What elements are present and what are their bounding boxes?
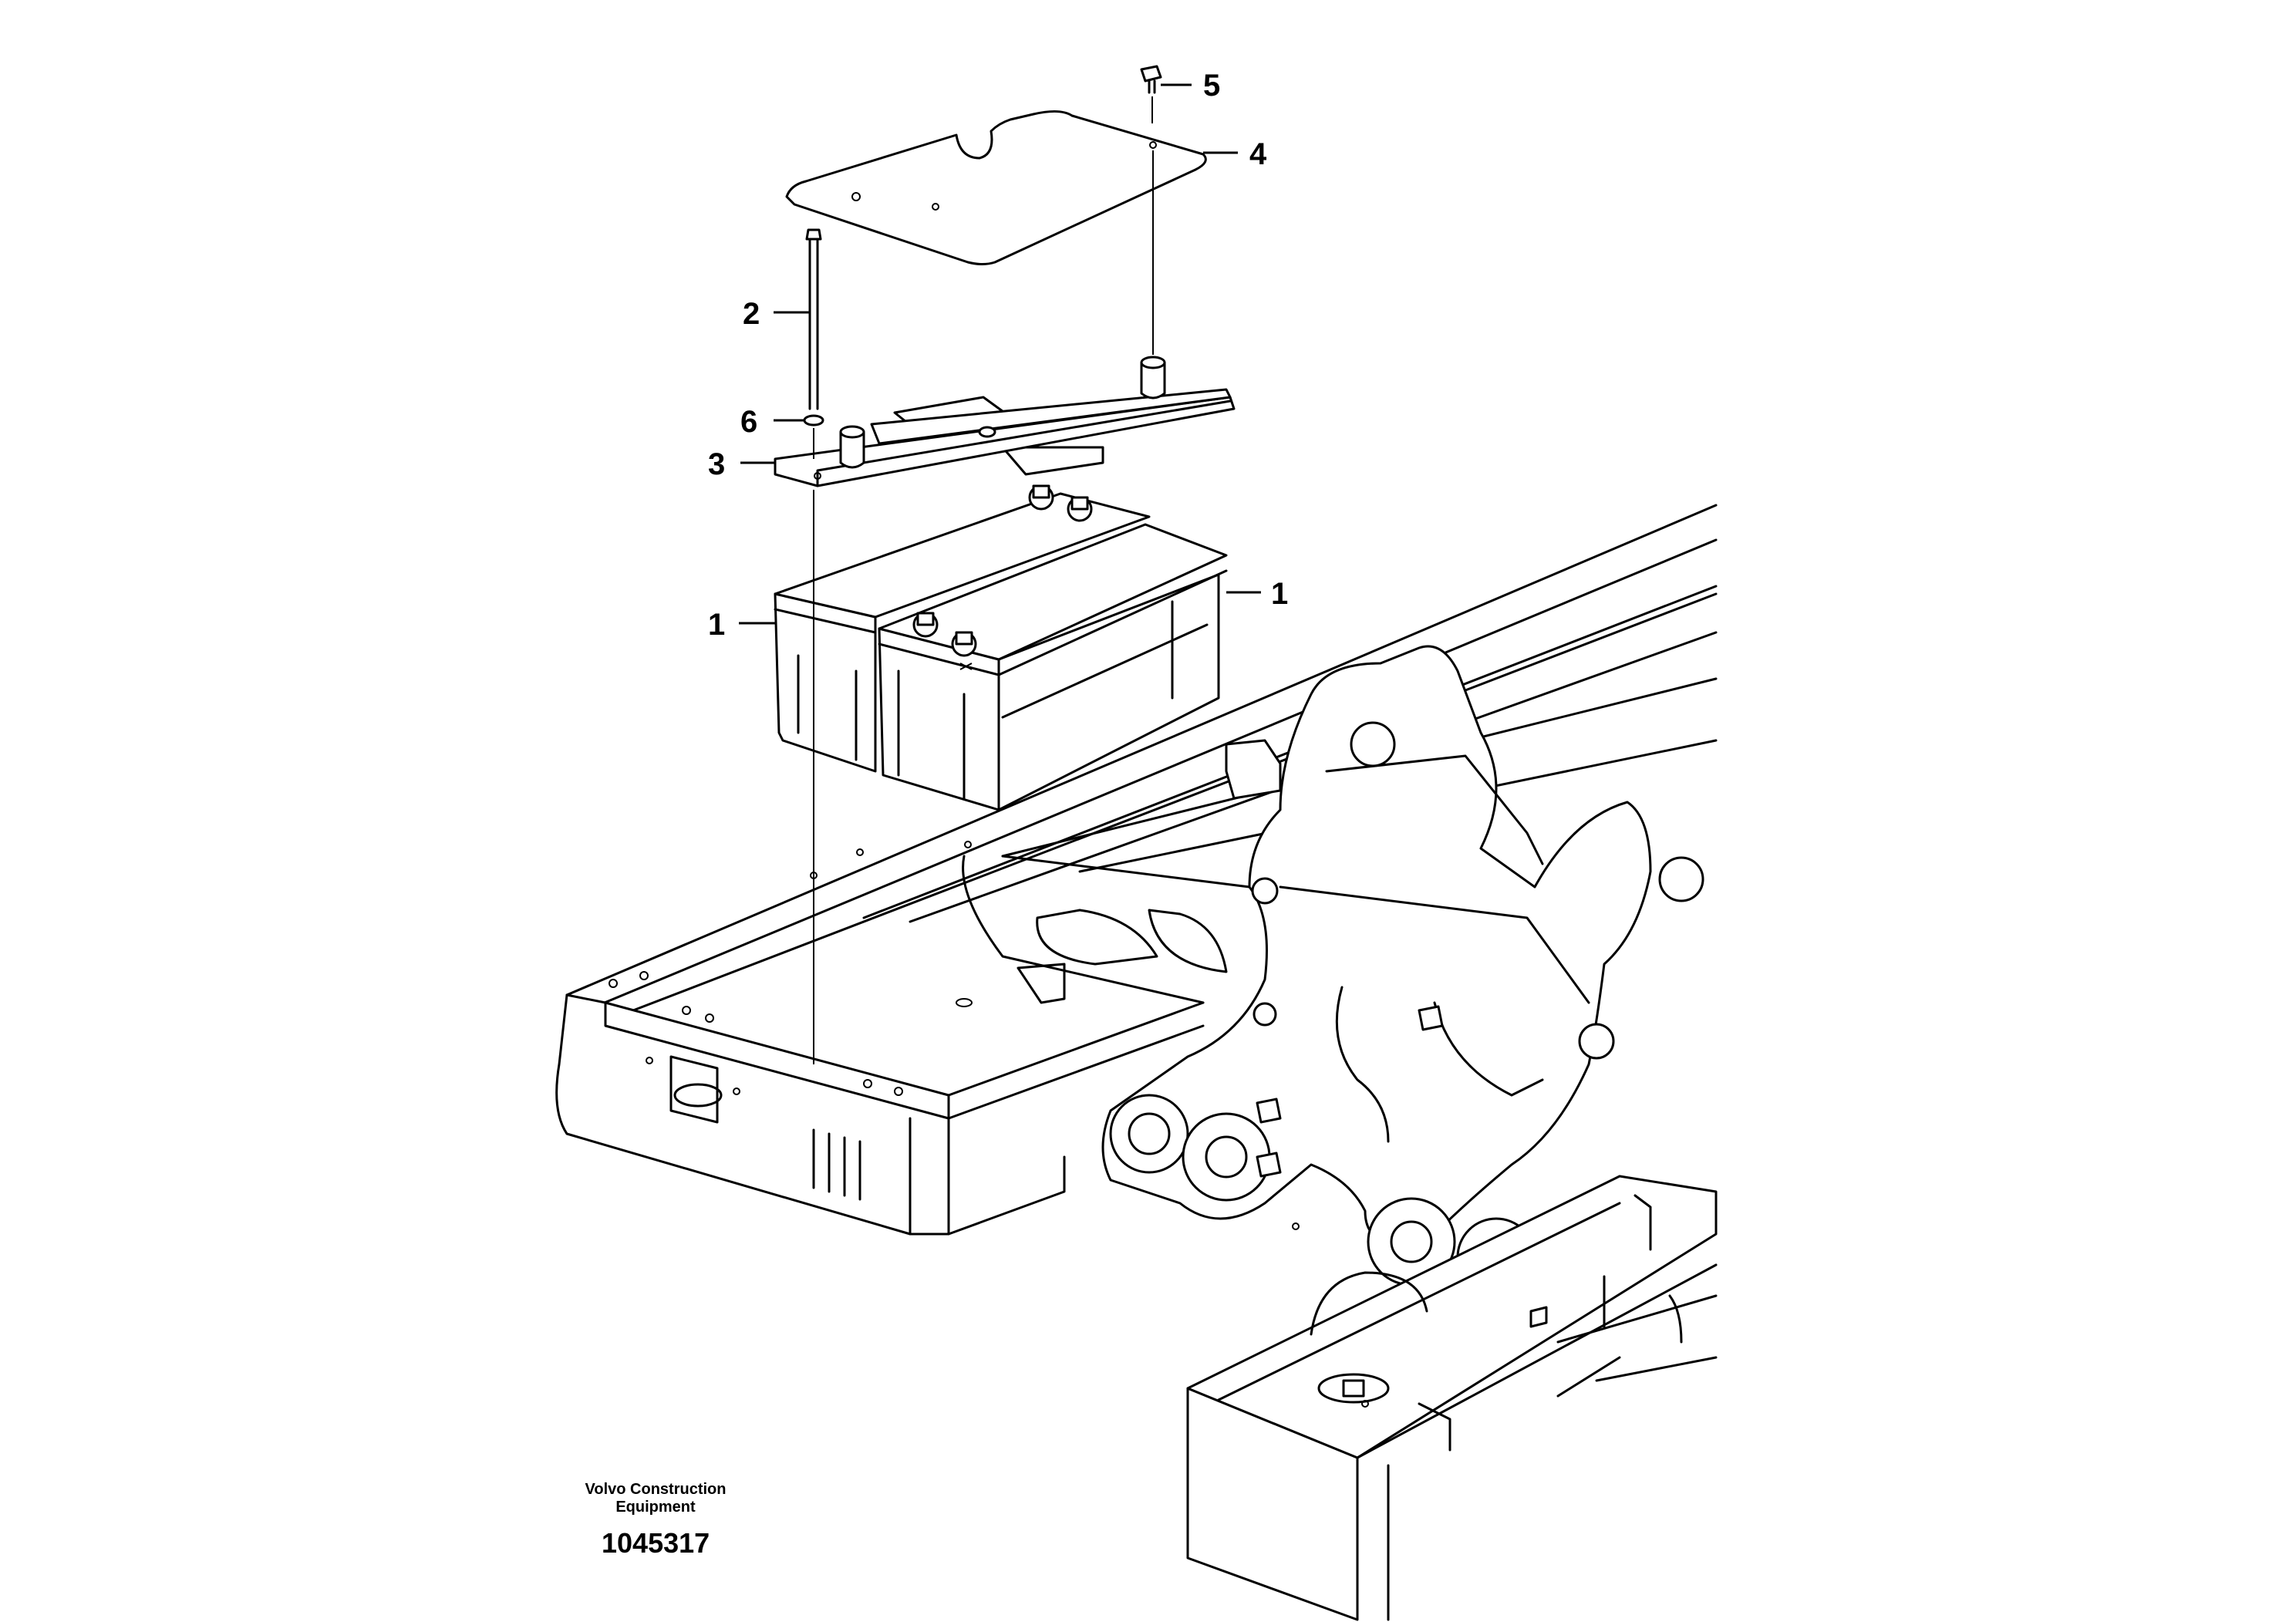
callout-1-right: 1 xyxy=(1226,577,1288,611)
title-block: Volvo Construction Equipment 1045317 xyxy=(555,1481,756,1560)
callout-1-left: 1 xyxy=(708,608,775,642)
callout-label: 2 xyxy=(743,297,760,331)
callout-4: 4 xyxy=(1203,137,1267,171)
callout-5: 5 xyxy=(1161,69,1220,103)
callout-label: 5 xyxy=(1203,69,1220,103)
drawing-number: 1045317 xyxy=(602,1527,710,1559)
callout-label: 1 xyxy=(708,608,725,642)
company-name: Volvo Construction Equipment xyxy=(585,1481,727,1516)
callout-label: 4 xyxy=(1249,137,1267,171)
callout-3: 3 xyxy=(708,447,775,481)
callout-label: 3 xyxy=(708,447,725,481)
rear-frame xyxy=(1186,1175,1718,1621)
small-bolt xyxy=(1140,65,1162,123)
callout-2: 2 xyxy=(743,297,810,331)
battery-left xyxy=(774,484,1151,773)
callout-label: 1 xyxy=(1271,577,1288,611)
battery-right xyxy=(878,523,1228,811)
callout-label: 6 xyxy=(740,405,757,439)
cover-plate xyxy=(785,110,1207,355)
battery-clamp xyxy=(774,356,1236,487)
callout-6: 6 xyxy=(740,405,804,439)
long-bolt xyxy=(803,228,824,1064)
